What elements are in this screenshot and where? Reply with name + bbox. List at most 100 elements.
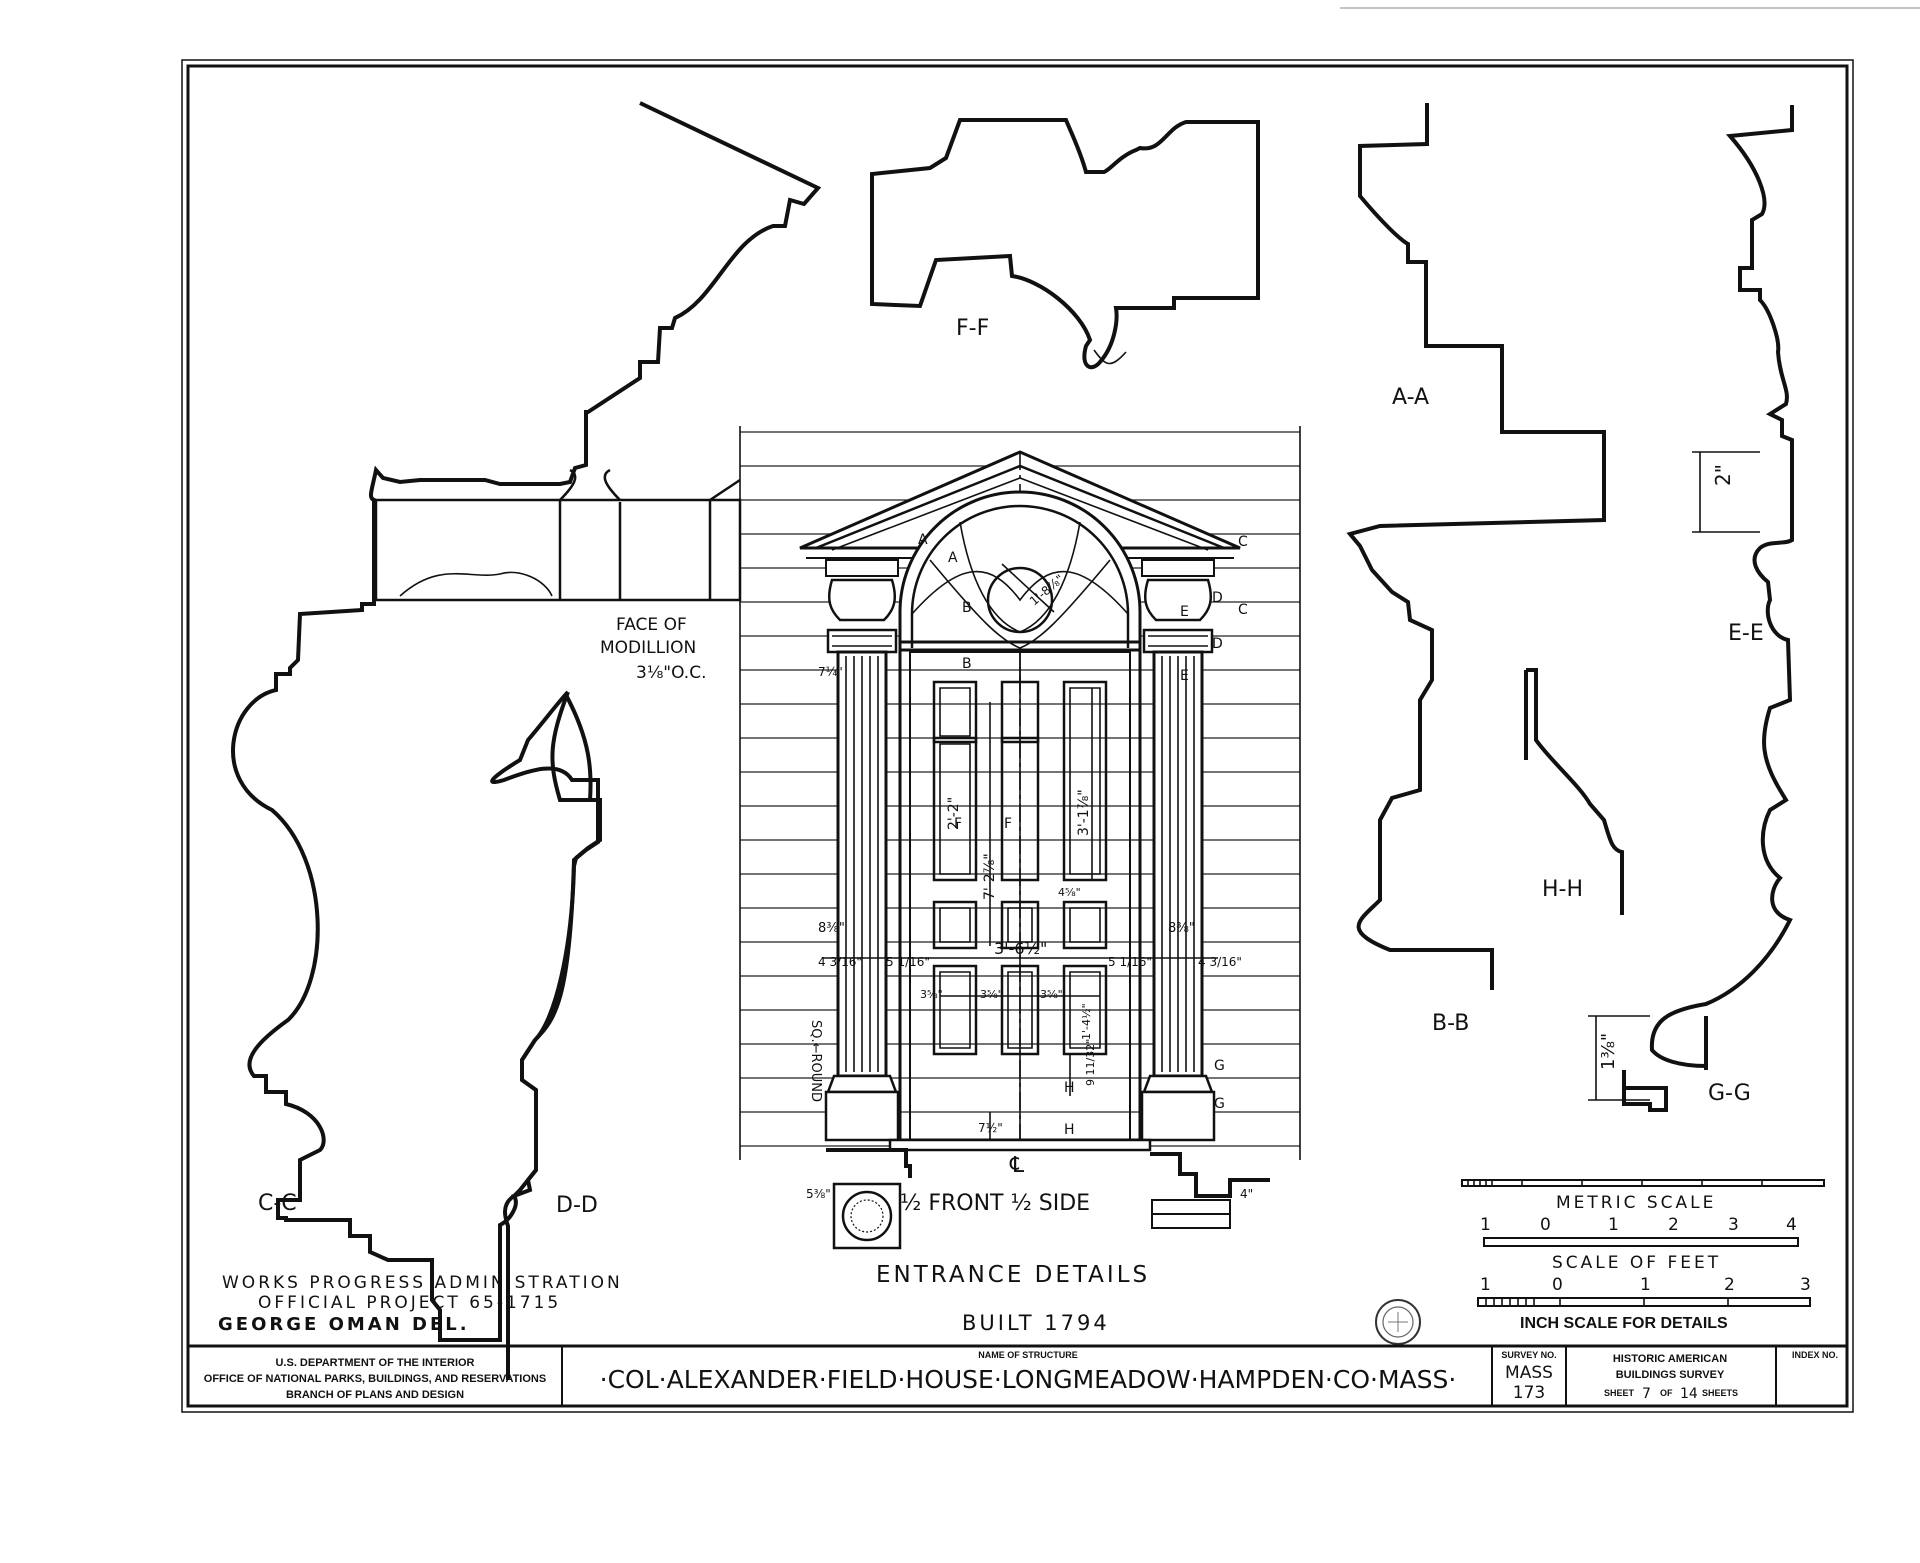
modillion-note: FACE OF MODILLION 3⅛"O.C. [600,615,706,683]
label-ee: E-E [1728,621,1764,646]
survey-label: SURVEY NO. [1501,1350,1556,1360]
dim-mid-a: 4⅝" [1058,886,1081,899]
dept-line3: BRANCH OF PLANS AND DESIGN [286,1389,464,1401]
door-frame [888,640,1152,1152]
label-hh: H-H [1542,877,1583,902]
profile-ee [1649,105,1794,1070]
dim-rail-b: 9 11/32" [1084,1039,1097,1086]
label-cc: C-C [258,1191,297,1216]
feet-tick: 1 [1640,1275,1651,1295]
dim-mid-c: 3⅝" [980,988,1003,1001]
cut-mark: F [1004,816,1012,832]
dept-line2: OFFICE OF NATIONAL PARKS, BUILDINGS, AND… [204,1373,546,1385]
structure-name: ·COL·ALEXANDER·FIELD·HOUSE·LONGMEADOW·HA… [600,1365,1457,1394]
label-dd: D-D [556,1193,598,1218]
metric-scale-title: METRIC SCALE [1556,1193,1716,1213]
habs-line1: HISTORIC AMERICAN [1613,1353,1727,1365]
dim-mid-d: 3⅝" [1040,988,1063,1001]
profile-dimensions: 2" 1⅜" [1588,451,1760,1101]
label-bb: B-B [1432,1011,1469,1036]
cut-mark: C [1238,602,1248,618]
library-stamp [1375,1299,1421,1345]
modillion-note-line2: MODILLION [600,638,696,658]
front-side-label: ½ FRONT ½ SIDE [900,1191,1090,1216]
cut-mark: C [1238,534,1248,550]
graphic-scales: METRIC SCALE 1 0 1 2 3 4 SCALE OF FEET 1… [1461,1179,1825,1332]
dimension-lines [822,563,1218,1140]
cut-mark: H [1064,1122,1075,1138]
dim-cap-left: 7¼" [818,665,843,679]
metric-scale-bar [1461,1179,1825,1187]
round-note: SQ.←ROUND [808,1020,823,1102]
feet-tick: 0 [1552,1275,1563,1295]
cut-mark: B [962,600,972,616]
cut-mark: A [948,550,958,566]
modillion-brackets [559,468,741,502]
dim-ee: 2" [1711,464,1735,486]
metric-scale-bar-2 [1483,1237,1799,1247]
label-aa: A-A [1392,385,1429,410]
habs-line2: BUILDINGS SURVEY [1616,1369,1725,1381]
of-word: OF [1660,1388,1673,1398]
metric-tick: 1 [1608,1215,1619,1235]
cut-mark: D [1212,590,1223,606]
outer-border [181,59,1854,1413]
dim-overall-width: 3'-6½" [994,939,1047,958]
feet-tick: 3 [1800,1275,1811,1295]
fanlight [898,490,1142,652]
dim-mid-b: 3⅝" [920,988,943,1001]
centerline-mark: ℄ [1009,1153,1025,1178]
sheets-word: SHEETS [1702,1388,1738,1398]
name-label: NAME OF STRUCTURE [978,1350,1078,1360]
dim-right-a: 8⅜" [1168,921,1195,936]
cut-mark: D [1212,636,1223,652]
feet-scale-title: SCALE OF FEET [1552,1253,1721,1273]
profile-cc-dd [231,101,822,1380]
dim-base-left: 5⅜" [806,1187,831,1201]
profile-hh [1524,668,1668,1112]
cut-marks: A A B B C C D D E E F F G G H H [918,532,1248,1138]
section-labels: F-F A-A E-E H-H B-B G-G C-C D-D [258,316,1764,1218]
index-label: INDEX NO. [1792,1350,1838,1360]
drawing-title: ENTRANCE DETAILS [876,1262,1150,1288]
modillion-note-line1: FACE OF [616,615,687,635]
inch-scale-title: INCH SCALE FOR DETAILS [1520,1315,1728,1332]
dept-line1: U.S. DEPARTMENT OF THE INTERIOR [275,1357,474,1369]
delineator: GEORGE OMAN DEL. [218,1314,470,1335]
dim-left-c: 5 1/16" [886,955,930,969]
dim-panel-b: 3'-1⅞" [1076,789,1092,836]
inner-border [186,64,1849,1408]
modillion-face-outline [374,498,742,602]
label-ff: F-F [956,316,989,341]
feet-tick: 1 [1480,1275,1491,1295]
wpa-agency: WORKS PROGRESS ADMINISTRATION [222,1273,623,1293]
profile-aa-bb [1346,103,1606,990]
dim-left-a: 8⅜" [818,921,845,936]
metric-tick: 1 [1480,1215,1491,1235]
modillion-note-line3: 3⅛"O.C. [636,663,706,683]
survey-number: 173 [1513,1383,1545,1403]
cut-mark: A [918,532,928,548]
dim-right-c: 5 1/16" [1108,955,1152,969]
feet-tick: 2 [1724,1275,1735,1295]
cut-mark: B [962,656,972,672]
dim-sill: 7½" [978,1121,1003,1135]
cut-mark: F [954,816,962,832]
dim-rail-a: 1'-4½" [1080,1003,1093,1040]
metric-tick: 4 [1786,1215,1797,1235]
wpa-project: OFFICIAL PROJECT 65-1715 [258,1293,561,1313]
metric-tick: 3 [1728,1215,1739,1235]
base-sections [826,1148,1270,1250]
dim-gg: 1⅜" [1598,1033,1619,1070]
metric-tick: 0 [1540,1215,1551,1235]
built-date: BUILT 1794 [962,1311,1110,1335]
cut-mark: G [1214,1058,1225,1074]
dim-left-b: 4 3/16" [818,955,862,969]
dim-base-right: 4" [1240,1187,1253,1201]
dim-right-b: 4 3/16" [1198,955,1242,969]
door-panels [932,680,1108,1056]
modillion-scroll [399,571,553,597]
dim-panel-a: 2'-2" [946,797,962,830]
title-block: U.S. DEPARTMENT OF THE INTERIOR OFFICE O… [188,1344,1847,1406]
